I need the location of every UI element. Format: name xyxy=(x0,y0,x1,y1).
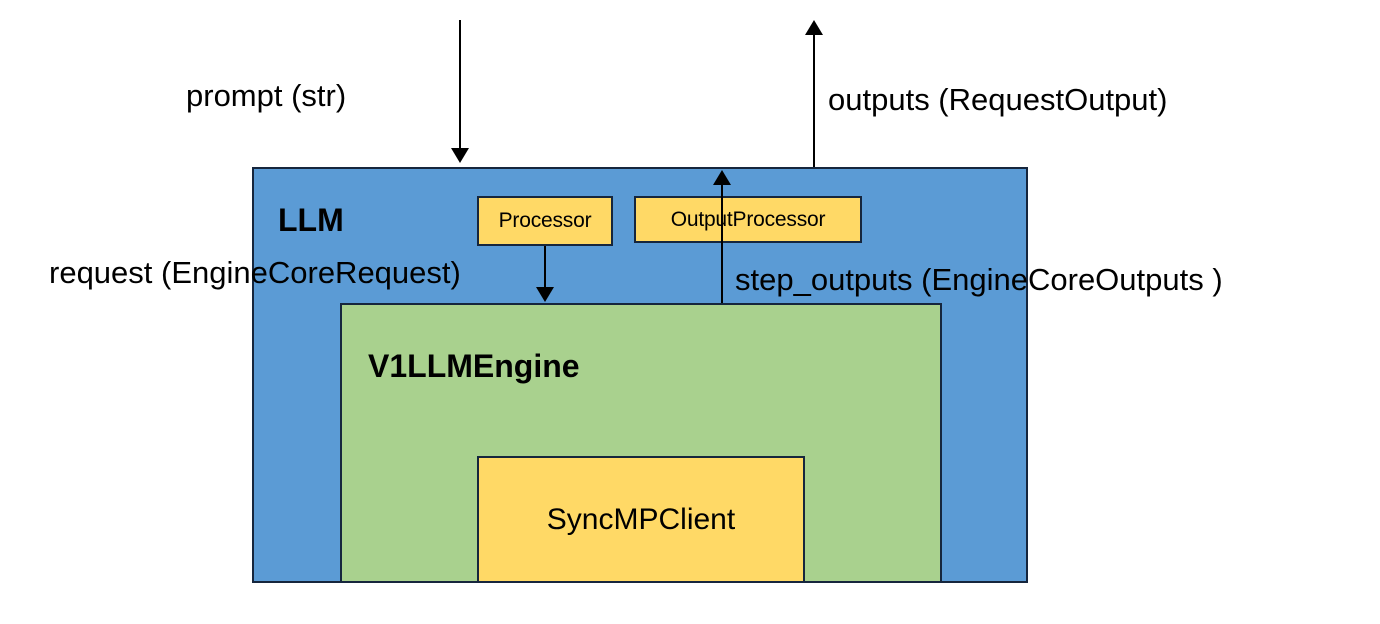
edge-label-step-outputs: step_outputs (EngineCoreOutputs ) xyxy=(735,262,1223,297)
outputs-arrowhead-icon xyxy=(805,20,823,35)
prompt-arrowhead-icon xyxy=(451,148,469,163)
sync-mp-client-node[interactable]: SyncMPClient xyxy=(477,456,805,583)
sync-mp-client-node-label: SyncMPClient xyxy=(546,502,736,536)
v1llmengine-container-label: V1LLMEngine xyxy=(368,348,580,384)
prompt-connector-line xyxy=(459,20,461,150)
edge-label-outputs: outputs (RequestOutput) xyxy=(828,82,1168,117)
edge-label-request: request (EngineCoreRequest) xyxy=(49,255,461,290)
step-outputs-arrowhead-icon xyxy=(713,170,731,185)
processor-node[interactable]: Processor xyxy=(477,196,613,246)
output-processor-node[interactable]: OutputProcessor xyxy=(634,196,862,243)
step-outputs-connector-line xyxy=(721,185,723,303)
edge-label-prompt: prompt (str) xyxy=(186,78,347,113)
output-processor-node-label: OutputProcessor xyxy=(670,207,826,231)
request-arrowhead-icon xyxy=(536,287,554,302)
outputs-connector-line xyxy=(813,35,815,167)
request-connector-line xyxy=(544,246,546,288)
llm-container-label: LLM xyxy=(278,202,344,238)
processor-node-label: Processor xyxy=(498,209,592,232)
